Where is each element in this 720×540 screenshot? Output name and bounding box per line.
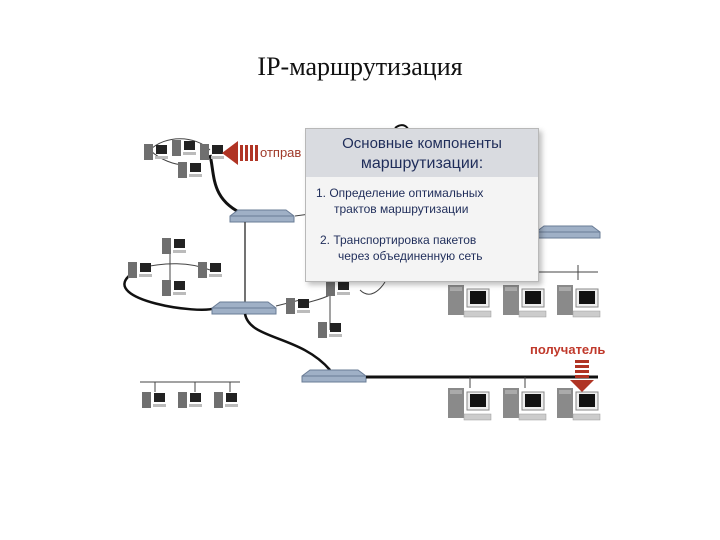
computer-icon [200, 144, 224, 160]
router-icon [229, 209, 295, 223]
sender-label: отправ [260, 145, 302, 160]
computer-icon [144, 144, 168, 160]
callout-title-line2: маршрутизации: [360, 155, 484, 172]
computer-icon [214, 392, 238, 408]
computer-icon [142, 392, 166, 408]
right-upper-cluster [447, 225, 601, 318]
computer-icon [162, 238, 186, 254]
center-cluster [286, 280, 386, 338]
computer-icon [326, 280, 350, 296]
computer-icon [318, 322, 342, 338]
receiver-label: получатель [530, 342, 606, 357]
computer-icon [286, 298, 310, 314]
computer-icon [128, 262, 152, 278]
receiver-arrow [570, 360, 594, 392]
slide-title: IP-маршрутизация [257, 52, 463, 81]
callout-item1-line2: трактов маршрутизации [334, 202, 469, 216]
router-icon [301, 369, 367, 383]
sender-arrow [222, 141, 258, 165]
workstation-icon [502, 387, 547, 421]
callout-item2-line2: через объединенную сеть [338, 249, 483, 263]
router-icon [535, 225, 601, 239]
workstation-icon [556, 284, 601, 318]
computer-icon [198, 262, 222, 278]
computer-icon [178, 162, 202, 178]
callout-item2-line1: 2. Транспортировка пакетов [320, 233, 477, 247]
workstation-icon [447, 284, 492, 318]
bottom-left-cluster [140, 381, 240, 408]
router-icon [211, 301, 277, 315]
computer-icon [172, 140, 196, 156]
workstation-icon [447, 387, 492, 421]
left-middle-cluster [123, 238, 222, 311]
routing-components-callout: Основные компоненты маршрутизации: 1. Оп… [305, 128, 539, 282]
computer-icon [162, 280, 186, 296]
top-left-cluster [144, 138, 246, 217]
computer-icon [178, 392, 202, 408]
callout-item1-line1: 1. Определение оптимальных [316, 186, 484, 200]
workstation-icon [502, 284, 547, 318]
bottom-right-cluster [447, 377, 601, 421]
callout-header [306, 129, 538, 177]
callout-title-line1: Основные компоненты [342, 135, 502, 152]
workstation-icon [556, 387, 601, 421]
